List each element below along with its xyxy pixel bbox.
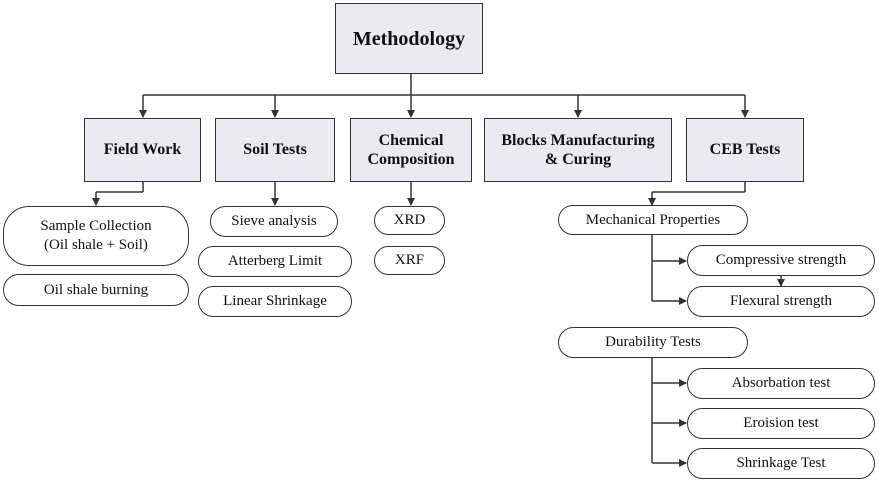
soil-tests-box: Soil Tests (215, 118, 335, 182)
xrd-item: XRD (374, 206, 445, 235)
flexural-strength-item: Flexural strength (687, 286, 875, 317)
methodology-title-box: Methodology (335, 3, 483, 74)
atterberg-limit-item: Atterberg Limit (198, 246, 352, 277)
durability-tests-item: Durability Tests (558, 327, 748, 358)
field-work-label: Field Work (103, 141, 182, 159)
ceb-tests-box: CEB Tests (686, 118, 804, 182)
methodology-title: Methodology (352, 27, 466, 50)
eroision-test-item: Eroision test (687, 408, 875, 439)
ceb-tests-label: CEB Tests (709, 141, 781, 159)
chemical-composition-box: Chemical Composition (350, 118, 472, 182)
sieve-analysis-item: Sieve analysis (210, 206, 338, 237)
oil-shale-burning-item: Oil shale burning (3, 274, 189, 306)
absorbation-test-item: Absorbation test (687, 368, 875, 399)
blocks-manufacturing-box: Blocks Manufacturing & Curing (484, 118, 672, 182)
shrinkage-test-item: Shrinkage Test (687, 448, 875, 479)
field-work-box: Field Work (84, 118, 201, 182)
linear-shrinkage-item: Linear Shrinkage (198, 286, 352, 317)
mechanical-properties-item: Mechanical Properties (558, 205, 748, 235)
chemical-composition-label: Chemical Composition (367, 131, 455, 168)
soil-tests-label: Soil Tests (243, 141, 307, 159)
compressive-strength-item: Compressive strength (687, 245, 875, 276)
blocks-manufacturing-label: Blocks Manufacturing & Curing (501, 131, 655, 168)
sample-collection-item: Sample Collection (Oil shale + Soil) (3, 206, 189, 266)
xrf-item: XRF (374, 246, 445, 275)
